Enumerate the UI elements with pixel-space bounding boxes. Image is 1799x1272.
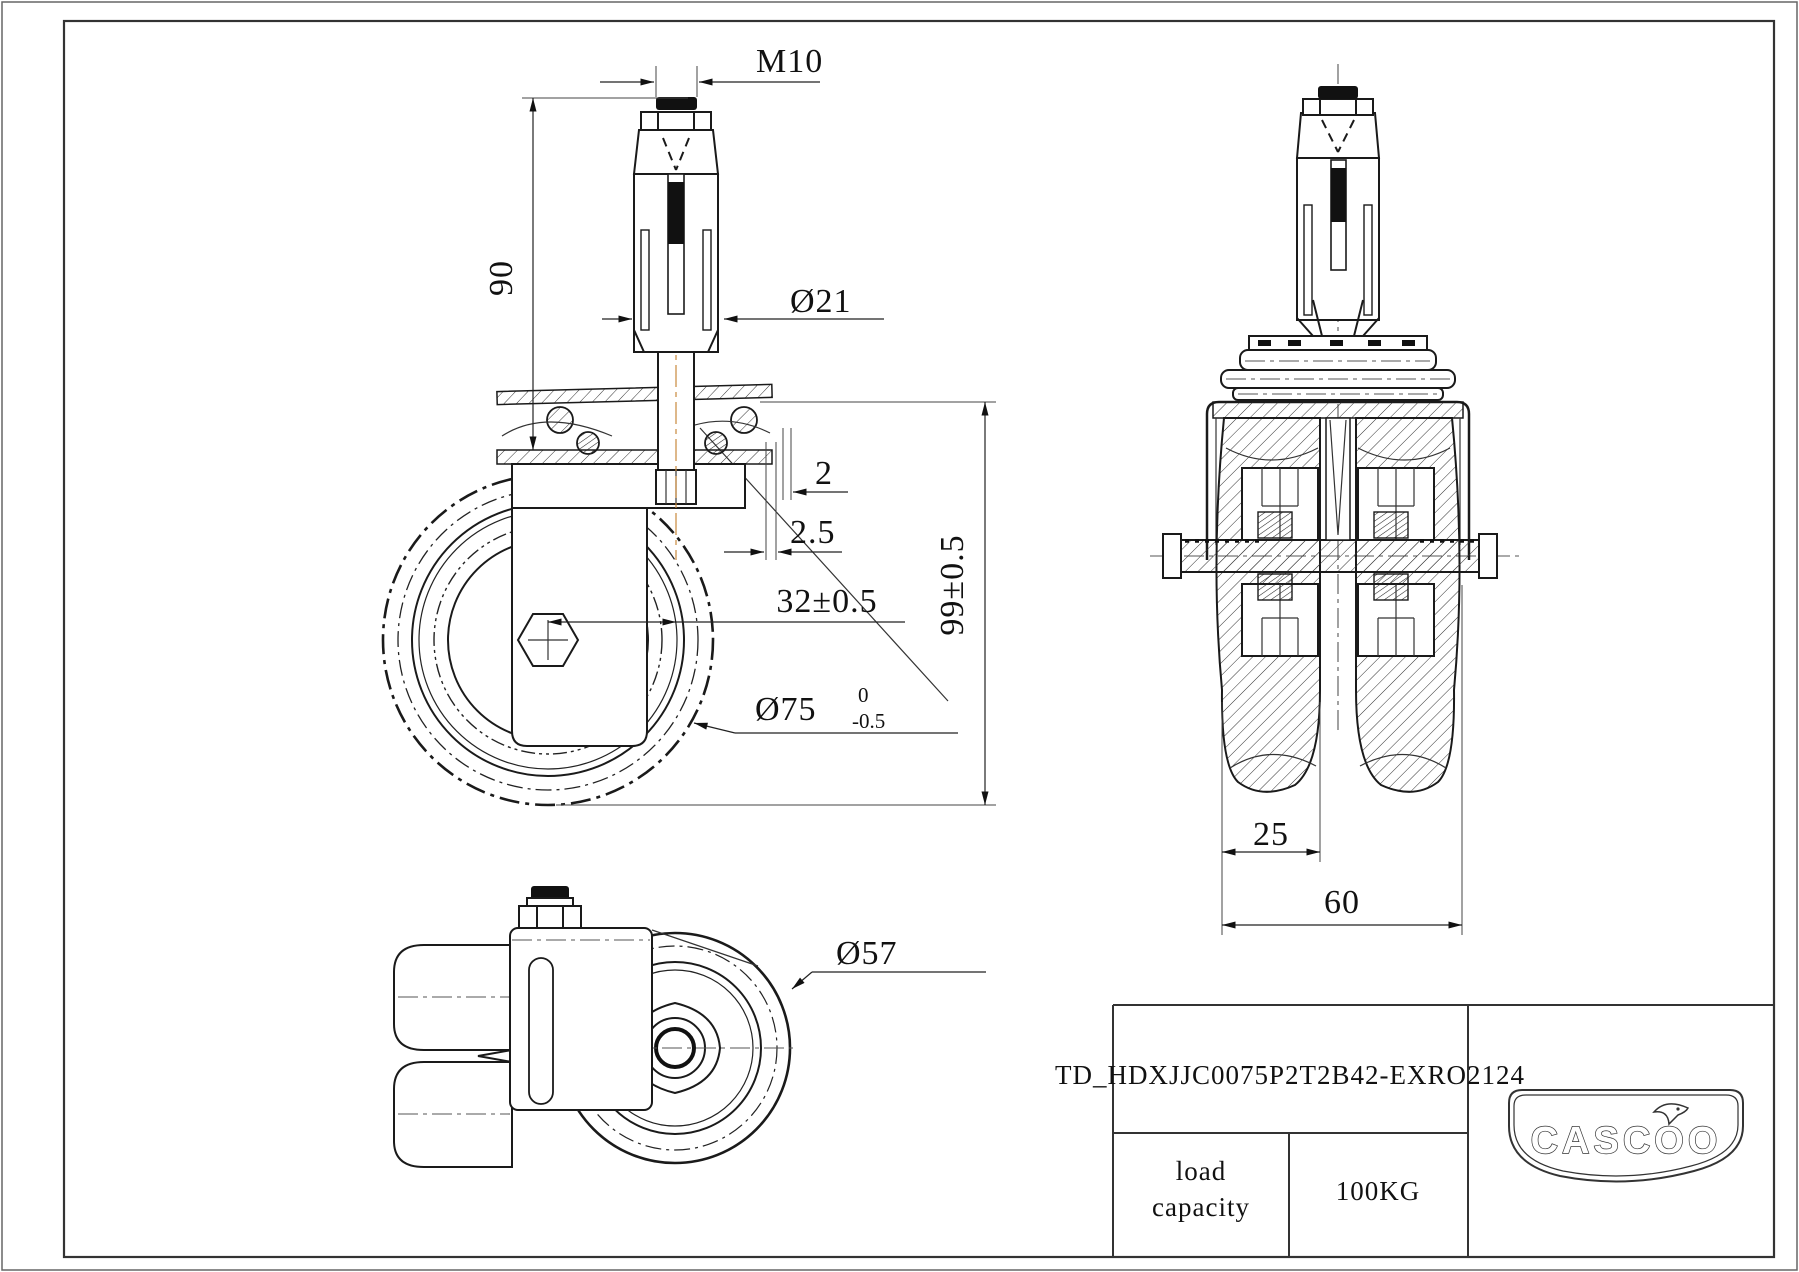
brand-logo-text: CASCOO (1531, 1120, 1722, 1162)
dim-60: 60 (1222, 585, 1463, 935)
side-view (381, 97, 949, 807)
dim-wall1-label: 2 (815, 455, 833, 492)
load-capacity-value: 100KG (1336, 1176, 1421, 1206)
center-column (1325, 417, 1351, 541)
front-stem (1295, 86, 1381, 337)
dim-90: 90 (483, 97, 688, 450)
dim-2-5: 2.5 (724, 442, 842, 560)
part-number: TD_HDXJJC0075P2T2B42-EXRO2124 (1055, 1060, 1525, 1090)
caster-bird-icon (1652, 1103, 1690, 1126)
dim-99: 99±0.5 (556, 401, 996, 806)
bottom-view (393, 886, 795, 1168)
dim-tread-width-label: 25 (1253, 816, 1289, 853)
brand-logo: CASCOO (1508, 1089, 1744, 1183)
dim-overall-height-label: 99±0.5 (934, 534, 971, 635)
dim-32: 32±0.5 (548, 583, 905, 626)
dim-wheel-diameter-label: Ø75 (755, 691, 817, 728)
back-wheels (393, 944, 513, 1168)
dim-wall2-label: 2.5 (790, 514, 836, 551)
dim-wheel-dia-tol-upper: 0 (858, 683, 869, 707)
front-wheels (1215, 417, 1461, 793)
dim-m10: M10 (600, 43, 823, 97)
dim-hub-diameter-label: Ø57 (836, 935, 898, 972)
stem-thread (668, 182, 684, 244)
dim-stem-length-label: 90 (483, 260, 520, 296)
dim-75: Ø75 0 -0.5 (693, 683, 958, 734)
dim-overall-width-label: 60 (1324, 884, 1360, 921)
load-capacity-label-line2: capacity (1152, 1192, 1250, 1222)
axle-hex-bolt (516, 613, 580, 667)
bottom-stem-cap (518, 886, 582, 929)
dim-thread-label: M10 (756, 43, 823, 80)
stem-bolt-cap (656, 97, 697, 110)
dim-wheel-dia-tol-lower: -0.5 (852, 709, 885, 733)
swivel-bearing (496, 383, 773, 509)
dim-2: 2 (782, 428, 848, 500)
swivel-dome (1220, 335, 1456, 401)
load-capacity-label-line1: load (1176, 1156, 1227, 1186)
front-view (1150, 64, 1522, 793)
title-block: TD_HDXJJC0075P2T2B42-EXRO2124 load capac… (1055, 1004, 1774, 1257)
fork-leg (511, 504, 648, 747)
expanding-stem (632, 97, 720, 353)
bottom-housing (509, 927, 759, 1111)
dim-21: Ø21 (602, 283, 884, 323)
dim-25: 25 (1221, 702, 1321, 935)
dim-stem-diameter-label: Ø21 (790, 283, 852, 320)
front-bracket (1205, 400, 1471, 560)
dim-57: Ø57 (791, 935, 986, 990)
dim-offset-label: 32±0.5 (776, 583, 877, 620)
